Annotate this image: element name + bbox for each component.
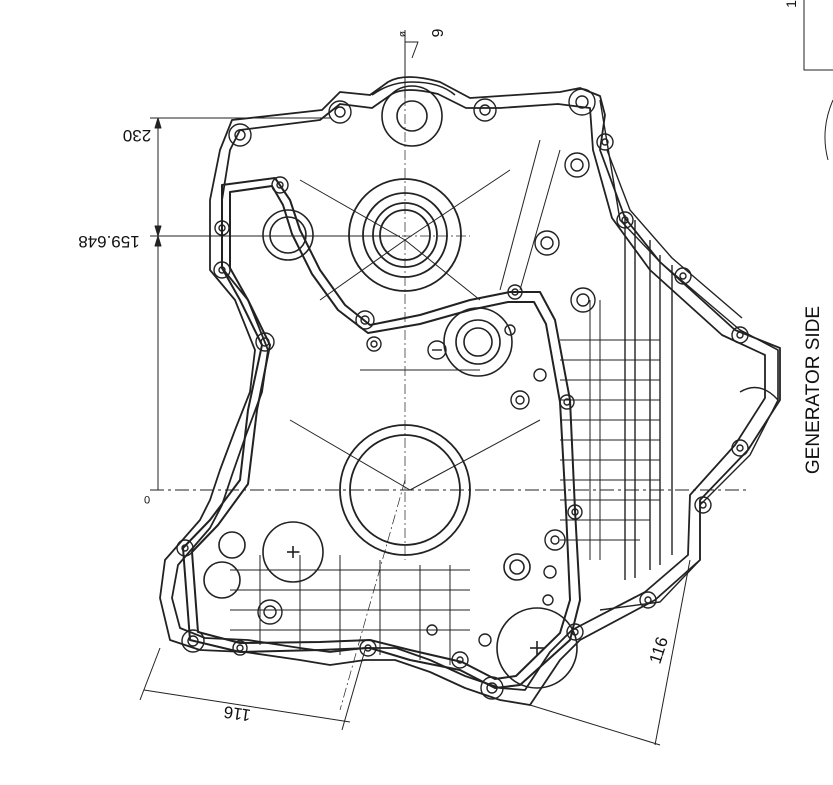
ribs [230,139,660,665]
dimension-lines [139,0,833,746]
generator-side-label: GENERATOR SIDE [803,306,824,474]
upper-bore [348,178,462,292]
bolt-holes [176,88,749,700]
lower-right-bore [496,553,578,689]
main-bore [339,424,471,556]
top-boss [371,81,456,147]
dim-hole-prefix: ø [397,31,408,37]
lower-left-bore [203,521,324,599]
dim-height-top: 230 [123,126,151,145]
dim-offset-right: 116 [646,634,672,666]
gasket-path [182,177,581,689]
dim-height-bore: 159.648 [78,232,139,251]
left-bore [262,209,314,261]
dim-corner-mark: 1 [783,0,799,8]
dim-origin: 0 [144,493,150,505]
dim-offset-left: 116 [222,702,251,725]
right-boss [443,307,513,377]
generator-flange [599,99,779,611]
dim-hole-callout: 6 [428,29,445,38]
